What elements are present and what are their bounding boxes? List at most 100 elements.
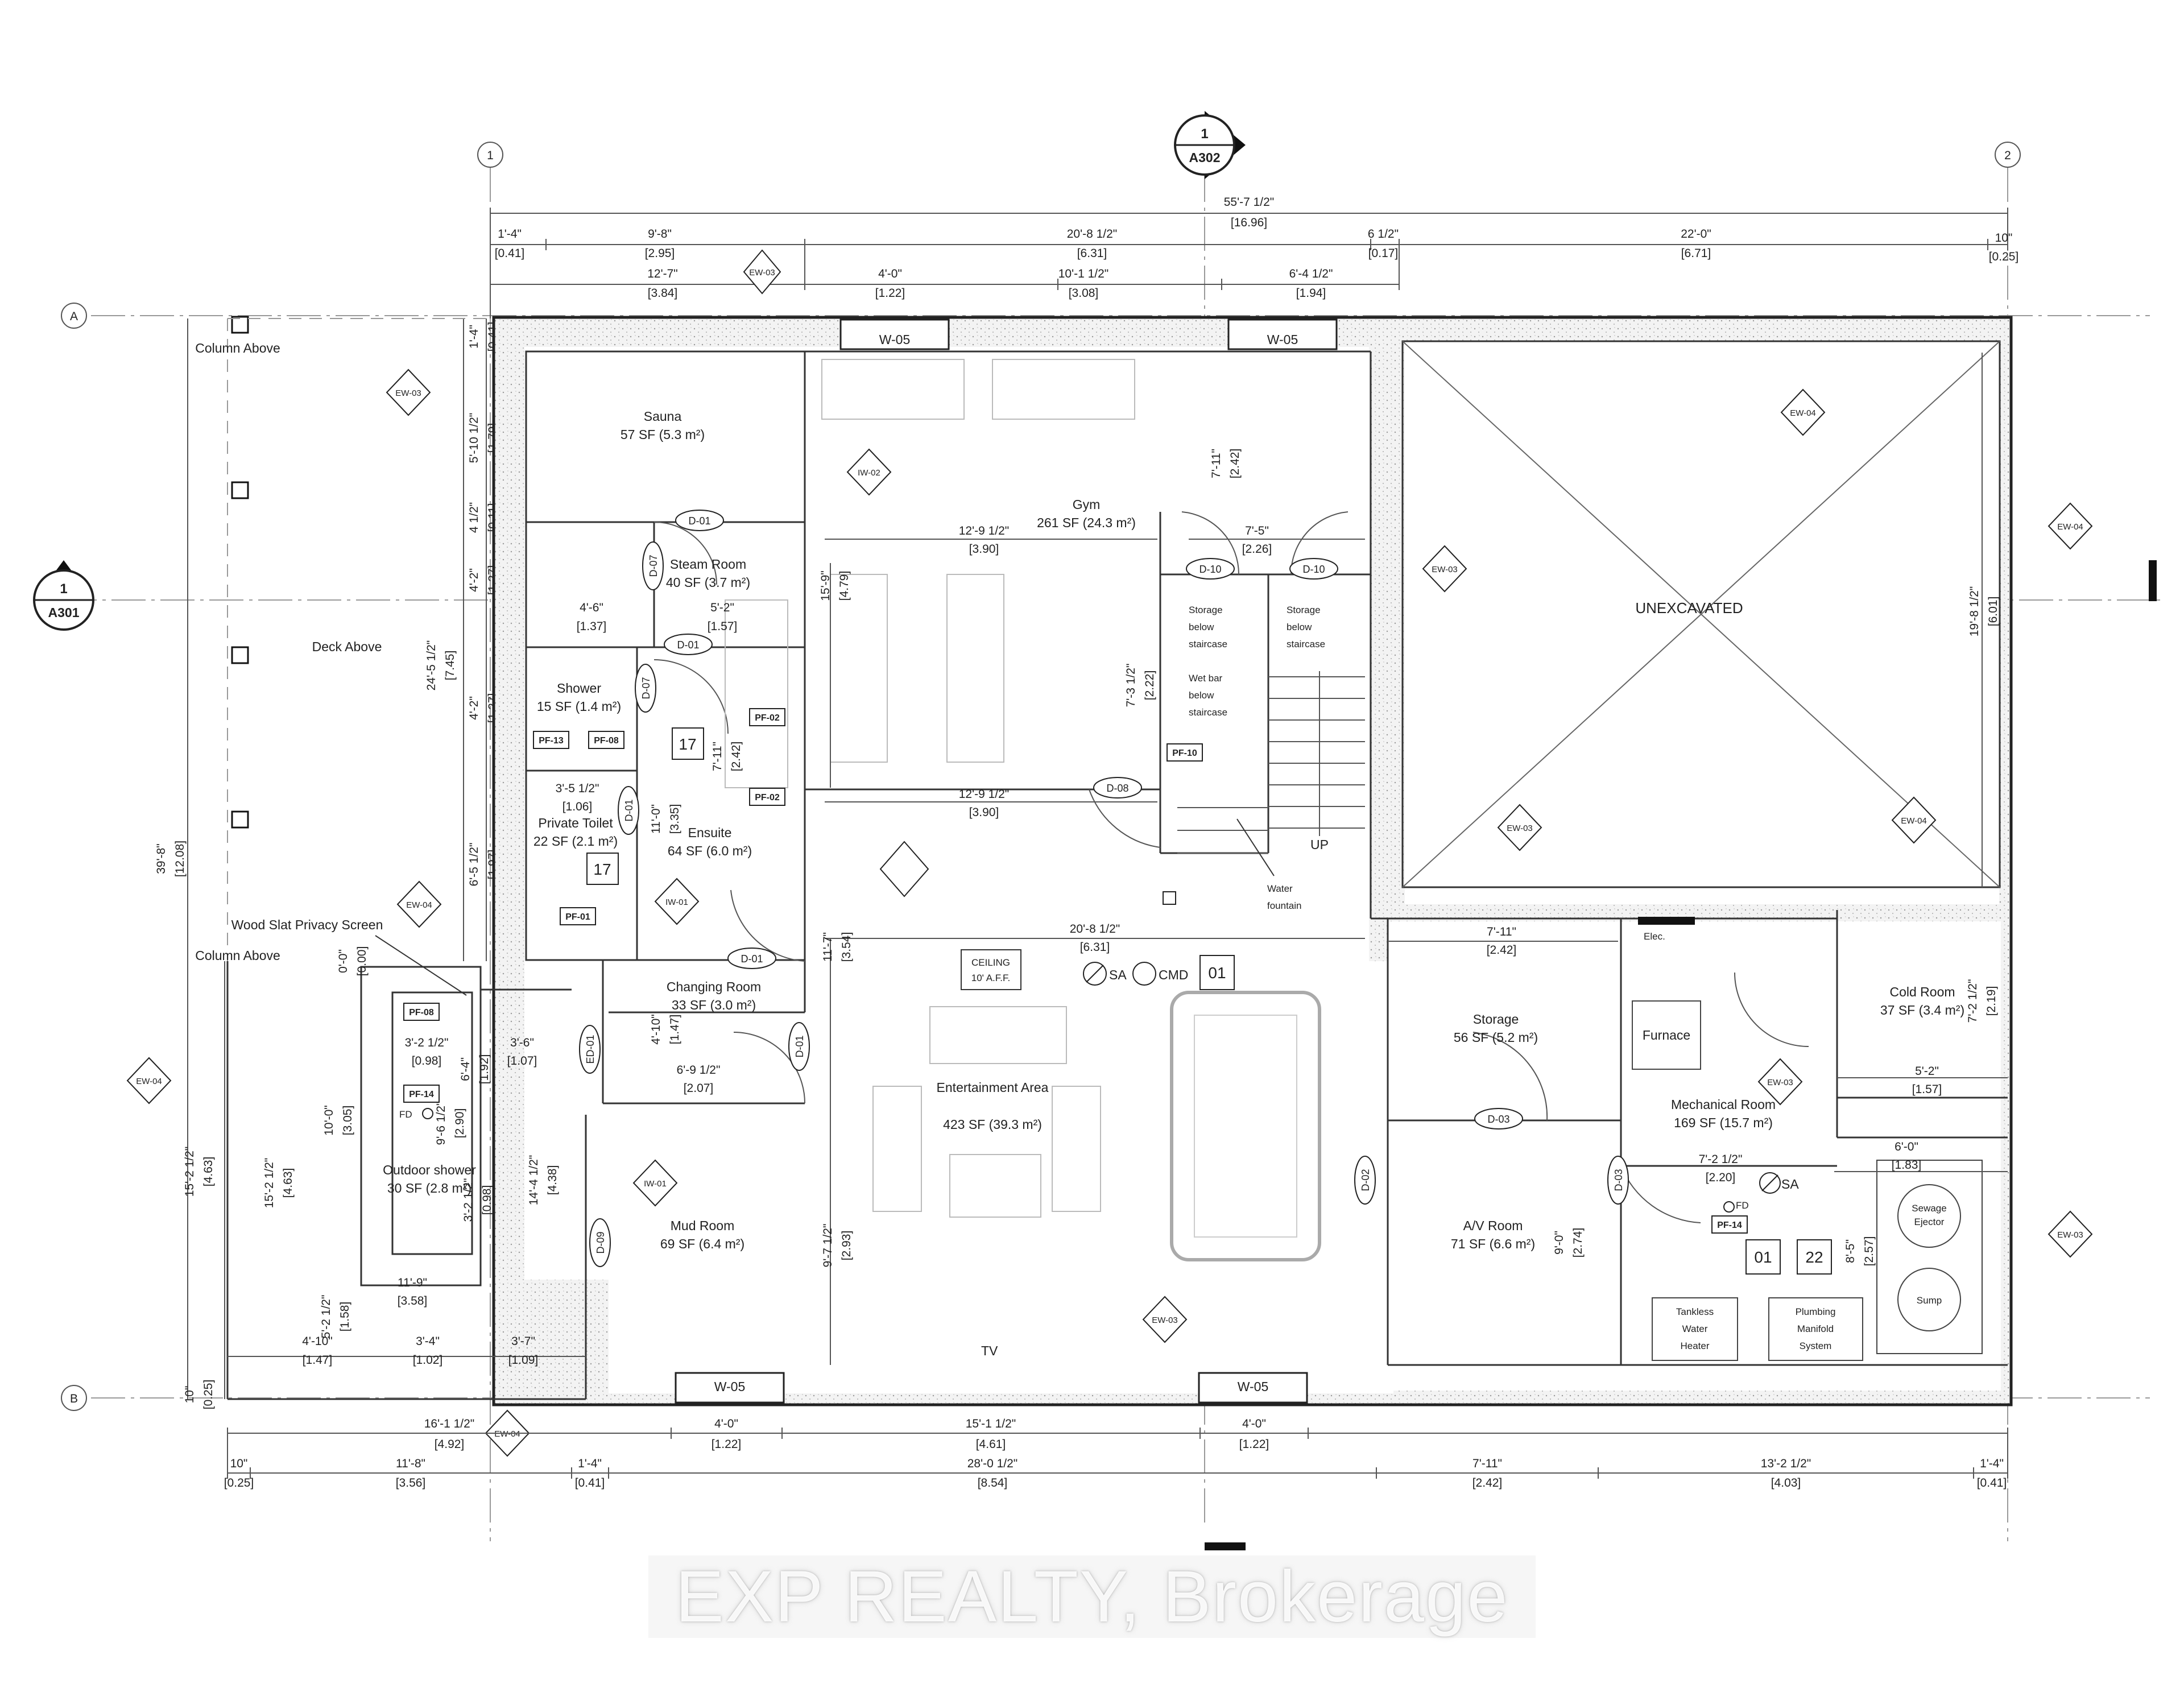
dim-text: 14'-4 1/2"	[527, 1155, 540, 1206]
section-marker-a301[interactable]: 1 A301	[33, 560, 94, 631]
dim-text: 3'-6"	[510, 1036, 534, 1049]
fixture-tag: PF-14	[409, 1090, 434, 1099]
wall-tag: EW-04	[1780, 388, 1826, 436]
dim-text: [3.35]	[668, 804, 681, 834]
dim-text: 5'-10 1/2"	[468, 413, 481, 464]
keynote-text: 01	[1754, 1248, 1772, 1266]
wall-tag-text: EW-04	[1901, 816, 1927, 826]
sa-label: SA	[1781, 1177, 1799, 1191]
room-area: 22 SF (2.1 m²)	[533, 834, 618, 849]
dim-text: 3'-7"	[511, 1335, 535, 1348]
door-tag: D-09	[595, 1231, 606, 1253]
fixture-tag: PF-02	[755, 713, 780, 723]
window-w05-top-left: W-05	[839, 318, 950, 350]
dim-text: 9'-6 1/2"	[435, 1102, 448, 1145]
top-dimension-lines	[490, 208, 2008, 318]
sewage-label: Sewage	[1912, 1203, 1946, 1214]
wall-tag: IW-01	[632, 1159, 678, 1207]
sewage-label: Ejector	[1914, 1217, 1945, 1227]
dim-text: [4.79]	[838, 571, 851, 601]
dim-text: 7'-11"	[1210, 449, 1223, 478]
dim-text: 1'-4"	[498, 227, 522, 241]
dim-text: [3.56]	[396, 1476, 426, 1490]
dim-text: [3.05]	[341, 1106, 354, 1136]
room-name: Ensuite	[688, 825, 732, 840]
door-tag: D-01	[677, 639, 699, 651]
keynote-box: 01	[1745, 1239, 1781, 1275]
room-name: Private Toilet	[538, 816, 613, 830]
ceiling-label: CEILING	[971, 957, 1010, 968]
room-area: 33 SF (3.0 m²)	[672, 998, 756, 1012]
room-name: Entertainment Area	[937, 1080, 1049, 1095]
fixture-tag: PF-14	[1717, 1221, 1742, 1230]
grid-label: B	[70, 1392, 78, 1405]
section-sheet: A301	[48, 605, 80, 620]
fixture-tag: PF-13	[539, 736, 564, 746]
dim-text: [2.95]	[645, 247, 675, 260]
dim-text: [0.25]	[224, 1476, 254, 1490]
room-area: 57 SF (5.3 m²)	[621, 427, 705, 442]
grid-bubble-a: A	[61, 303, 87, 329]
room-outdoor-shower: Outdoor shower 30 SF (2.8 m²)	[383, 1162, 476, 1195]
tankless-label: Tankless	[1676, 1306, 1714, 1317]
dim-text: 28'-0 1/2"	[967, 1457, 1018, 1470]
left-dimension-lines	[187, 318, 487, 1399]
section-cut-bottom	[1205, 1542, 1246, 1550]
bottom-dimension-lines	[227, 1356, 2008, 1479]
keynote-text: 17	[593, 860, 611, 878]
deck-columns	[227, 316, 490, 961]
dim-text: 3'-2 1/2"	[405, 1036, 449, 1049]
wall-tag-text: EW-04	[1790, 408, 1816, 418]
storage-label: below	[1287, 622, 1312, 632]
section-cut-right	[2149, 560, 2157, 601]
column-above-label: Column Above	[195, 948, 280, 963]
fountain-label: fountain	[1267, 900, 1302, 911]
dim-text: [1.83]	[1892, 1159, 1922, 1172]
room-area: 40 SF (3.7 m²)	[666, 575, 750, 590]
door-tag: D-03	[1487, 1114, 1509, 1125]
dim-text: 4'-0"	[714, 1417, 738, 1430]
door-tags: D-01 D-07 D-01 D-07 D-01 D-01 D-01 D-08 …	[579, 510, 1629, 1267]
door-tag: D-10	[1199, 564, 1221, 575]
fixture-tag: PF-02	[755, 793, 780, 802]
dim-text: [2.42]	[730, 742, 743, 772]
wall-tag: EW-04	[396, 880, 442, 928]
room-area: 169 SF (15.7 m²)	[1674, 1115, 1773, 1130]
room-name: Gym	[1073, 497, 1101, 512]
fountain-label: Water	[1267, 883, 1293, 894]
room-ensuite: Ensuite 64 SF (6.0 m²)	[668, 825, 752, 858]
dim-text: 12'-7"	[647, 267, 678, 280]
dim-text: [1.06]	[562, 800, 593, 813]
plumbing-manifold: Plumbing Manifold System	[1768, 1297, 1863, 1361]
interior-walls	[226, 340, 2008, 1400]
section-marker-a302[interactable]: 1 A302	[1174, 111, 1246, 179]
dim-text: [1.47]	[668, 1015, 681, 1045]
dim-text: [3.84]	[648, 287, 678, 300]
plumbing-label: Plumbing	[1796, 1306, 1836, 1317]
dim-text: [2.93]	[840, 1231, 853, 1261]
wet-bar-label: Wet bar	[1189, 673, 1223, 684]
dim-text: 13'-2 1/2"	[1761, 1457, 1811, 1470]
keynote-box: 22	[1797, 1239, 1832, 1275]
foundation-walls	[492, 316, 2013, 1406]
room-area: 71 SF (6.6 m²)	[1451, 1236, 1535, 1251]
door-tag: D-08	[1106, 783, 1128, 794]
wall-tag-text: EW-03	[1507, 824, 1533, 833]
wall-tag: EW-03	[743, 249, 781, 295]
room-name: Mechanical Room	[1671, 1097, 1776, 1112]
fixture-tag: PF-08	[409, 1008, 434, 1017]
dim-text: 8'-5"	[1844, 1239, 1857, 1263]
dim-text: [0.25]	[1989, 250, 2019, 263]
dim-text: 10"	[230, 1457, 248, 1470]
electrical-panel	[1638, 917, 1695, 925]
dim-text: [4.03]	[1771, 1476, 1801, 1490]
dim-text: 11'-7"	[821, 932, 834, 962]
dim-text: 10'-0"	[322, 1105, 336, 1136]
dim-text: 4 1/2"	[468, 502, 481, 533]
room-entertainment: Entertainment Area 423 SF (39.3 m²)	[937, 1080, 1049, 1132]
dim-text: 9'-8"	[648, 227, 672, 241]
dim-text: [2.22]	[1143, 671, 1156, 701]
room-mechanical: Mechanical Room 169 SF (15.7 m²)	[1671, 1097, 1776, 1130]
wall-tag-text: EW-04	[2057, 522, 2083, 532]
dim-text: [2.90]	[453, 1108, 466, 1139]
